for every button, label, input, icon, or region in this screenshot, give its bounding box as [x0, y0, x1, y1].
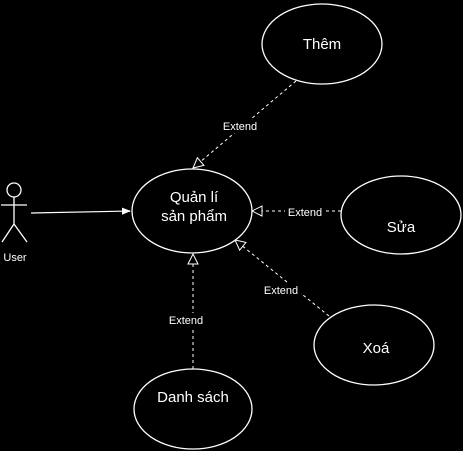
- extend-label-delete: Extend: [261, 283, 301, 297]
- svg-text:Extend: Extend: [223, 121, 257, 133]
- svg-text:Extend: Extend: [169, 315, 203, 327]
- use-case-delete[interactable]: Xoá: [313, 304, 435, 386]
- extend-label-list: Extend: [166, 313, 206, 327]
- svg-text:Extend: Extend: [288, 207, 322, 219]
- extend-label-add: Extend: [220, 119, 260, 133]
- actor-label: User: [3, 252, 27, 264]
- association-line: [30, 207, 131, 215]
- main-use-case-line1: Quản lí: [170, 189, 219, 206]
- use-case-delete-label: Xoá: [363, 340, 390, 357]
- use-case-edit-label: Sửa: [387, 219, 416, 236]
- main-use-case-line2: sản phẩm: [161, 208, 227, 225]
- extend-label-edit: Extend: [285, 205, 325, 219]
- extend-line-delete: [235, 240, 330, 317]
- use-case-add[interactable]: Thêm: [261, 3, 383, 85]
- use-case-list[interactable]: Danh sách: [133, 368, 253, 450]
- actor-user[interactable]: [1, 182, 28, 243]
- use-case-add-label: Thêm: [303, 36, 341, 53]
- use-case-manage-products[interactable]: Quản lí sản phẩm: [131, 168, 253, 254]
- use-case-edit[interactable]: Sửa: [340, 175, 462, 255]
- use-case-list-label: Danh sách: [157, 389, 229, 406]
- svg-text:Extend: Extend: [264, 285, 298, 297]
